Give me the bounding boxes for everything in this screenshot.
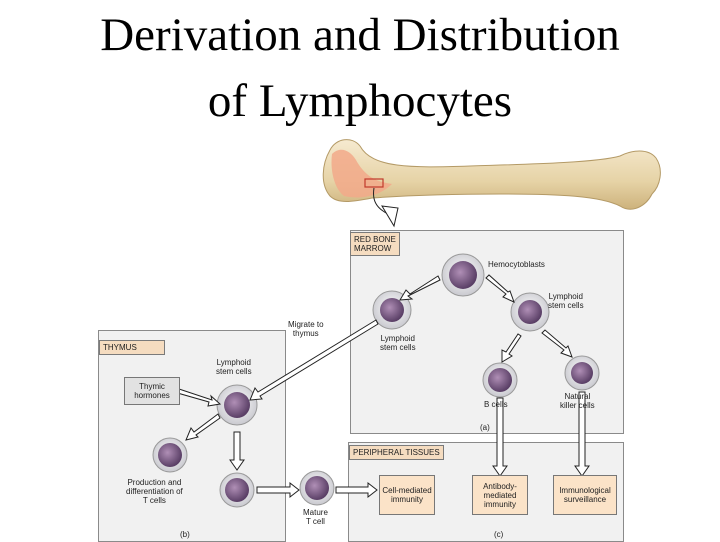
red-bone-marrow-panel xyxy=(350,230,624,434)
thymus-lymphoid-label: Lymphoid stem cells xyxy=(216,358,252,376)
antibody-mediated-immunity-box: Antibody- mediated immunity xyxy=(472,475,528,515)
thymus-lymphoid-line-2: stem cells xyxy=(216,367,252,376)
migrate-to-thymus-arrow xyxy=(249,319,379,401)
thymus-lymphoid-line-1: Lymphoid xyxy=(216,358,251,367)
arrow-to-cell-mediated xyxy=(335,481,378,499)
immunological-surveillance-box: Immunological surveillance xyxy=(553,475,617,515)
mature-t-cell xyxy=(299,470,335,506)
developing-t-cell-bottom xyxy=(219,472,255,508)
thymus-tag: THYMUS xyxy=(99,340,165,355)
thymic-hormones-line-1: Thymic xyxy=(139,382,165,391)
arrow-down-thymus xyxy=(229,431,245,471)
mature-t-cell-label: Mature T cell xyxy=(303,508,328,526)
lymphoid-left-line-1: Lymphoid xyxy=(380,334,415,343)
production-line-1: Production and xyxy=(127,478,182,487)
peripheral-tissues-tag: PERIPHERAL TISSUES xyxy=(349,445,444,460)
lymphoid-stem-cell-left xyxy=(372,290,412,330)
arrow-to-right-lymphoid xyxy=(485,274,515,303)
b-cells-label: B cells xyxy=(484,400,508,409)
marrow-panel-letter: (a) xyxy=(480,423,490,432)
b-cell xyxy=(482,362,518,398)
arrow-to-developing-left xyxy=(185,413,221,441)
thymus-panel-letter: (b) xyxy=(180,530,190,539)
cell-mediated-line-1: Cell-mediated xyxy=(382,486,432,495)
antibody-line-2: mediated xyxy=(483,490,517,500)
red-bone-marrow-tag-line-2: MARROW xyxy=(354,244,392,253)
cell-mediated-line-2: immunity xyxy=(390,495,423,504)
bone-connector-line xyxy=(373,187,389,215)
arrow-to-left-lymphoid xyxy=(399,275,441,301)
thymic-hormones-box: Thymic hormones xyxy=(124,377,180,405)
title-line-1: Derivation and Distribution xyxy=(100,9,620,61)
bone-to-marrow-arrow xyxy=(381,205,399,228)
production-line-2: differentiation of xyxy=(126,487,183,496)
mature-line-1: Mature xyxy=(303,508,328,517)
thymic-hormones-line-2: hormones xyxy=(134,391,170,400)
lymphoid-left-line-2: stem cells xyxy=(380,343,416,352)
arrow-to-b-cell xyxy=(501,333,522,363)
mature-line-2: T cell xyxy=(305,517,325,526)
arrow-to-antibody-mediated xyxy=(492,397,508,477)
lymphoid-stem-cells-right-label: Lymphoid stem cells xyxy=(548,292,584,310)
migrate-line-2: thymus xyxy=(292,329,319,338)
red-bone-marrow-tag: RED BONE MARROW xyxy=(350,232,400,256)
lymphoid-right-line-2: stem cells xyxy=(548,301,584,310)
antibody-line-1: Antibody- xyxy=(483,481,517,491)
arrow-hormones-to-cell xyxy=(173,387,222,407)
production-label: Production and differentiation of T cell… xyxy=(126,478,183,505)
migrate-line-1: Migrate to xyxy=(288,320,324,329)
arrow-to-nk-cell xyxy=(541,329,573,358)
title-line-2: of Lymphocytes xyxy=(207,75,513,127)
thymus-lymphoid-stem-cell xyxy=(216,384,258,426)
production-line-3: T cells xyxy=(142,496,166,505)
migrate-to-thymus-label: Migrate to thymus xyxy=(288,320,324,338)
surveillance-line-2: surveillance xyxy=(563,495,607,504)
peripheral-panel-letter: (c) xyxy=(494,530,504,539)
nk-line-1: Natural xyxy=(564,392,591,401)
hemocytoblast-cell xyxy=(441,253,485,297)
lymphoid-right-line-1: Lymphoid xyxy=(548,292,583,301)
developing-t-cell-left xyxy=(152,437,188,473)
cell-mediated-immunity-box: Cell-mediated immunity xyxy=(379,475,435,515)
peripheral-tissues-tag-label: PERIPHERAL TISSUES xyxy=(353,448,440,457)
red-bone-marrow-tag-line-1: RED BONE xyxy=(354,235,396,244)
femur-bone-illustration xyxy=(322,139,661,210)
lymphoid-stem-cells-left-label: Lymphoid stem cells xyxy=(380,334,416,352)
arrow-to-surveillance xyxy=(574,391,590,477)
arrow-to-mature-t-cell xyxy=(256,481,300,499)
nk-line-2: killer cells xyxy=(560,401,595,410)
antibody-line-3: immunity xyxy=(483,499,516,509)
thymus-tag-label: THYMUS xyxy=(103,343,137,352)
hemocytoblasts-label: Hemocytoblasts xyxy=(488,260,545,269)
lymphoid-stem-cell-right xyxy=(510,292,550,332)
surveillance-line-1: Immunological xyxy=(559,486,611,495)
natural-killer-cells-label: Natural killer cells xyxy=(560,392,595,410)
natural-killer-cell xyxy=(564,355,600,391)
